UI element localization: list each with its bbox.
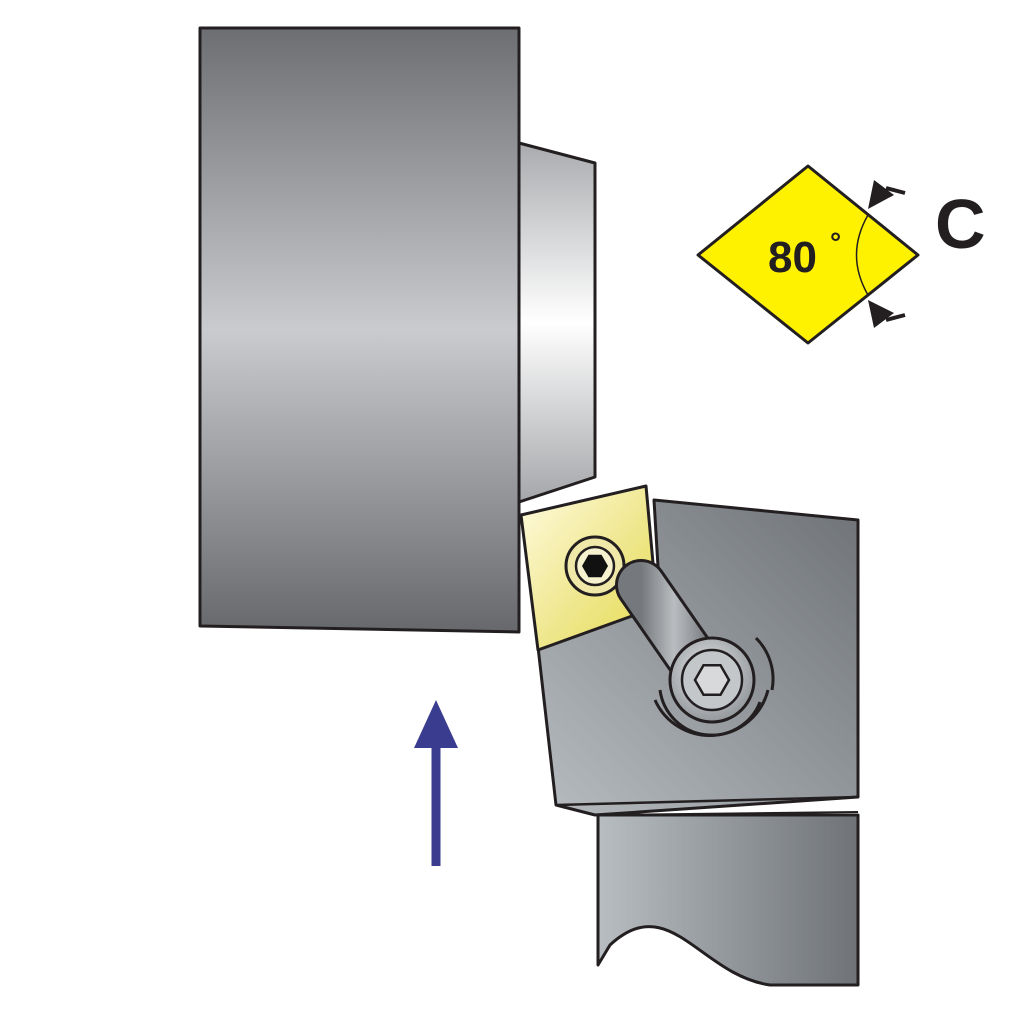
clamp-recess-arc-outer [653, 689, 770, 738]
workpiece-body [198, 26, 521, 634]
shape-code-label: C [935, 185, 986, 263]
angle-pointer-top-icon [868, 180, 906, 209]
shank-edge-line [555, 795, 859, 807]
feed-direction-arrow [414, 700, 458, 866]
workpiece-neck [517, 141, 597, 504]
angle-pointer-bottom-icon [868, 300, 906, 328]
workpiece [198, 26, 597, 634]
rhombic-insert-icon [696, 164, 920, 345]
angle-arc [855, 214, 869, 296]
insert-shape-legend: 80 ° C [696, 164, 986, 345]
tool-shank [596, 813, 860, 987]
angle-label: 80 [768, 233, 817, 282]
shank-edge-line-lower [597, 811, 859, 816]
degree-symbol: ° [830, 227, 841, 258]
hex-socket-icon [582, 554, 608, 578]
clamp-assembly [615, 559, 775, 738]
arrow-up-icon [414, 700, 458, 748]
clamp-recess-arc-right [754, 636, 775, 691]
clamp-hex-socket-icon [693, 664, 731, 696]
cutting-insert [519, 484, 659, 652]
